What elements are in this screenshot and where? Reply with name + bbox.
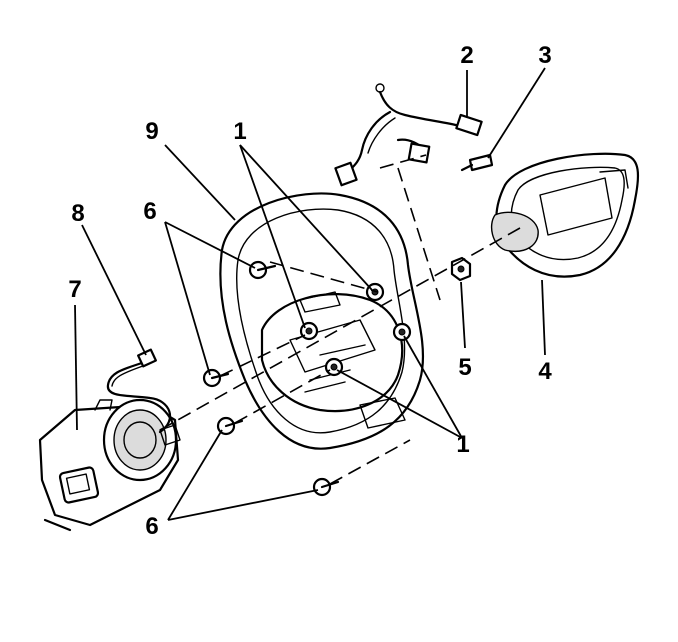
mounting-screws	[202, 260, 340, 497]
callout-9: 9	[145, 118, 159, 145]
airbag-module	[490, 152, 640, 278]
callout-2: 2	[460, 42, 474, 69]
callout-5: 5	[458, 354, 472, 381]
leader-lines	[74, 67, 546, 521]
callout-3: 3	[538, 42, 552, 69]
callout-7: 7	[68, 276, 82, 303]
steering-wheel	[219, 192, 425, 450]
callout-1-bottom: 1	[456, 431, 470, 458]
callout-1-top: 1	[233, 118, 247, 145]
airbag-harness	[334, 83, 494, 187]
assembly-lines	[159, 154, 521, 485]
callout-6-left: 6	[143, 198, 157, 225]
steering-column	[38, 398, 181, 532]
callout-6-bottom: 6	[145, 513, 159, 540]
callout-4: 4	[538, 358, 552, 385]
callout-8: 8	[71, 200, 85, 227]
